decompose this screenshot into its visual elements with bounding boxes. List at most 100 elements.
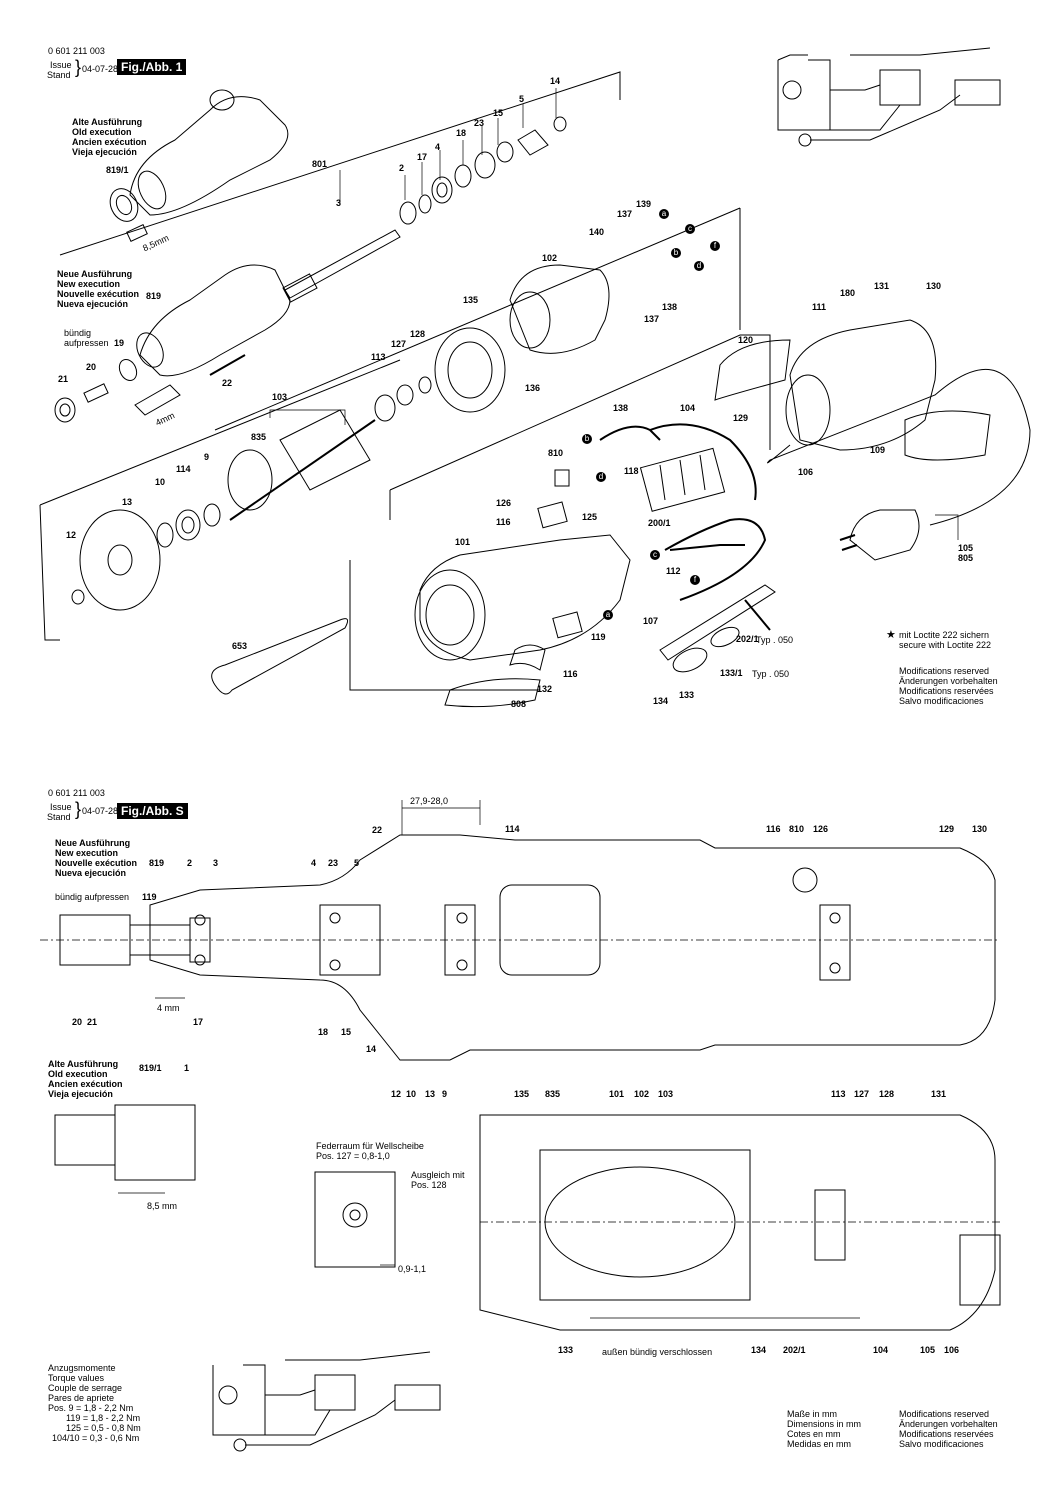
b-part-label-101: 101 xyxy=(609,1089,625,1099)
part-label-107: 107 xyxy=(643,616,659,626)
part-label-805: 805 xyxy=(958,553,974,563)
cable-106 xyxy=(767,368,1031,526)
part-label-134: 134 xyxy=(653,696,669,706)
part-label-12: 12 xyxy=(66,530,77,540)
part-label-118: 118 xyxy=(624,466,639,476)
brace-top: } xyxy=(75,57,82,77)
ring-19 xyxy=(118,358,138,382)
bearing-9-114-10 xyxy=(156,503,221,548)
shim-small-8-5mm xyxy=(126,224,148,242)
b-part-label-3: 3 xyxy=(213,858,219,868)
nose-housing-819 xyxy=(136,264,291,377)
part-label-116b: 116 xyxy=(563,669,578,679)
wire-marker-b1: b xyxy=(671,248,681,258)
flush-press-bottom: bündig aufpressen xyxy=(55,892,130,902)
wire-marker-f1: f xyxy=(710,241,720,251)
part-label-2: 2 xyxy=(399,163,405,173)
part-label-119: 119 xyxy=(591,632,606,642)
part-label-128: 128 xyxy=(410,329,426,339)
plug-105 xyxy=(839,509,959,561)
part-label-20: 20 xyxy=(86,362,97,372)
b-part-label-1: 1 xyxy=(184,1063,190,1073)
b-part-label-103: 103 xyxy=(658,1089,674,1099)
spindle-3 xyxy=(282,229,401,303)
dim-4mm-bottom: 4 mm xyxy=(157,1003,180,1013)
b-part-label-819: 819 xyxy=(149,858,165,868)
part-label-23: 23 xyxy=(474,118,485,128)
cover-132 xyxy=(509,644,546,671)
part-label-810: 810 xyxy=(548,448,564,458)
date-top: 04-07-28 xyxy=(82,64,119,74)
part-label-133: 133 xyxy=(679,690,695,700)
b-part-label-114: 114 xyxy=(505,824,520,834)
doc-number-bottom: 0 601 211 003 xyxy=(48,788,105,798)
torque-row-4: 104/10 = 0,3 - 0,6 Nm xyxy=(52,1433,140,1443)
field-102 xyxy=(509,264,610,354)
part-label-819: 819 xyxy=(146,291,162,301)
part-label-109: 109 xyxy=(870,445,886,455)
wire-marker-a2: a xyxy=(603,610,613,620)
part-label-202-1: 202/1 xyxy=(736,634,759,644)
b-part-label-23: 23 xyxy=(328,858,339,868)
slider-133 xyxy=(672,626,740,673)
part-label-102: 102 xyxy=(542,253,558,263)
b-part-label-127: 127 xyxy=(854,1089,870,1099)
b-part-label-20: 20 xyxy=(72,1017,83,1027)
typ-202-1: Typ . 050 xyxy=(756,635,794,645)
b-part-label-17: 17 xyxy=(193,1017,204,1027)
b-part-label-810: 810 xyxy=(789,824,805,834)
b-part-label-10: 10 xyxy=(406,1089,417,1099)
collet-nut-21 xyxy=(54,397,76,423)
b-part-label-116: 116 xyxy=(766,824,781,834)
b-part-label-835: 835 xyxy=(545,1089,561,1099)
wire-marker-b2: b xyxy=(582,434,592,444)
b-part-label-14: 14 xyxy=(366,1044,377,1054)
b-part-label-15: 15 xyxy=(341,1027,352,1037)
old-execution-detail xyxy=(54,1104,196,1194)
part-label-103: 103 xyxy=(272,392,288,402)
part-label-801: 801 xyxy=(312,159,328,169)
b-part-label-12: 12 xyxy=(391,1089,402,1099)
b-part-label-5: 5 xyxy=(354,858,360,868)
figure-badge-top: Fig./Abb. 1 xyxy=(117,59,187,75)
part-label-138b: 138 xyxy=(613,403,629,413)
part-label-180: 180 xyxy=(840,288,856,298)
doc-number-top: 0 601 211 003 xyxy=(48,46,105,56)
dim-8-5mm-bottom: 8,5 mm xyxy=(147,1201,178,1211)
brush-ring-135 xyxy=(434,327,506,413)
b-part-label-104: 104 xyxy=(873,1345,889,1355)
part-label-19: 19 xyxy=(114,338,125,348)
part-label-127: 127 xyxy=(391,339,407,349)
dim-0-9: 0,9-1,1 xyxy=(398,1264,427,1274)
part-label-105: 105 xyxy=(958,543,974,553)
top-leaders xyxy=(339,88,557,205)
part-label-15: 15 xyxy=(493,108,504,118)
part-label-4: 4 xyxy=(435,142,441,152)
collet-20 xyxy=(83,383,109,403)
wrench-653 xyxy=(211,618,349,695)
issue-word-bottom: Issue xyxy=(50,802,72,812)
torque-row-3: 125 = 0,5 - 0,8 Nm xyxy=(66,1423,141,1433)
b-part-label-128: 128 xyxy=(879,1089,895,1099)
b-part-label-21: 21 xyxy=(87,1017,98,1027)
brush-parts-116 xyxy=(537,469,583,639)
b-part-label-134: 134 xyxy=(751,1345,767,1355)
b-part-label-113: 113 xyxy=(831,1089,846,1099)
wire-marker-c1: c xyxy=(685,224,695,234)
b-part-label-105: 105 xyxy=(920,1345,936,1355)
spring-space-detail xyxy=(314,1171,396,1268)
part-label-13: 13 xyxy=(122,497,133,507)
flush-closed-note: außen bündig verschlossen xyxy=(602,1347,713,1357)
b-part-label-9: 9 xyxy=(442,1089,448,1099)
b-part-label-22: 22 xyxy=(372,825,383,835)
part-label-17: 17 xyxy=(417,152,428,162)
part-label-114: 114 xyxy=(176,464,191,474)
part-label-112: 112 xyxy=(666,566,681,576)
